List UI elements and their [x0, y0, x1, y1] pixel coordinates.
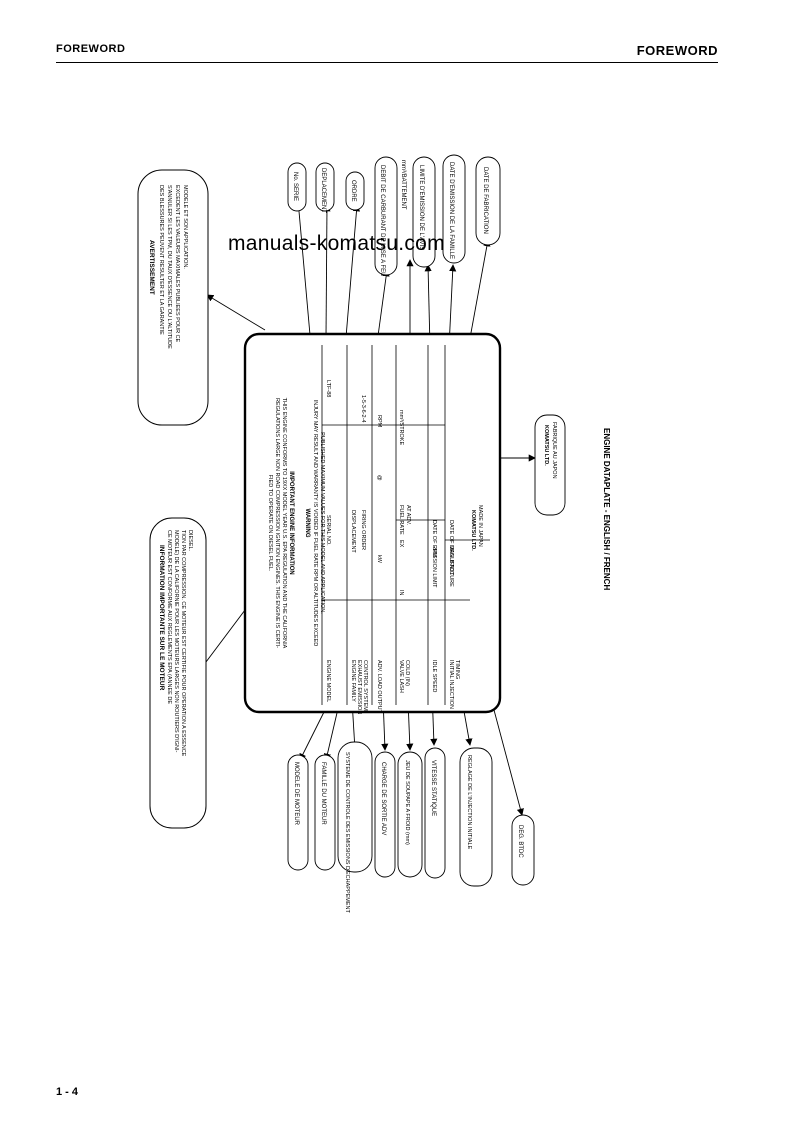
fr-warning-title: AVERTISSEMENT — [148, 240, 155, 295]
cell-rpm: RPM — [376, 415, 382, 428]
fr-warning-line-4: MODELE ET SON APPLICATION. — [182, 185, 188, 269]
cell-date-emission: DATE OF EMISSION LIMIT — [431, 520, 437, 588]
cell-engine-family: ENGINE FAMILY — [350, 660, 356, 702]
callout-top-1: No. SERIE — [292, 172, 298, 201]
plate-statement-2: REGULATIONS LARGE NON ROAD COMPRESSION I… — [274, 398, 280, 648]
fr-warning-box — [137, 169, 209, 426]
cell-initial-injection: INITIAL INJECTION — [448, 660, 454, 709]
plate-grid — [321, 345, 490, 705]
cell-at: @ — [376, 475, 382, 481]
cell-firing-value: 1-5-3-6-2-4 — [360, 395, 366, 423]
page-number: 1 - 4 — [56, 1086, 79, 1098]
callout-top-8: DATE DE FABRICATION — [482, 167, 488, 234]
plate-warning-1: INJURY MAY RESULT AND WARRANTY IS VOIDED… — [312, 400, 318, 647]
fr-warning-line-1: DES BLESSURES PEUVENT RESULTER ET LA GAR… — [158, 185, 164, 335]
cell-at-adv: AT ADV. — [405, 505, 411, 526]
dataplate: IMPORTANT ENGINE INFORMATION THIS ENGINE… — [243, 332, 502, 714]
cell-ex: EX — [398, 540, 404, 548]
cell-mm-stroke: mm³/STROKE — [398, 410, 404, 445]
header-left-title: FOREWORD — [56, 43, 126, 55]
header-right-title: FOREWORD — [636, 43, 718, 58]
fr-warning-line-3: EXCEDENT LES VALEURS MAXIMALES PUBLIEES … — [174, 185, 180, 343]
callout-top-3: ORDRE — [350, 180, 356, 202]
cell-deg-btdc: DEG. BTDC — [448, 545, 454, 575]
cell-engine-model: ENGINE MODEL — [325, 660, 331, 702]
cell-serial-value: LTF-88 — [325, 380, 331, 397]
callout-bottom-1: MODELE DE MOTEUR — [293, 762, 299, 826]
fr-info-line-3: TION PAR COMPRESSION. CE MOTEUR EST CERT… — [180, 530, 186, 757]
callout-bottom-7: REGLAGE DE L'INJECTION INITIALE — [466, 755, 472, 850]
cell-firing-order: FIRING ORDER — [360, 510, 366, 550]
callout-top-7: DATE D'EMISSION DE LA FAMILLE — [448, 162, 454, 259]
figure-caption: ENGINE DATAPLATE - ENGLISH / FRENCH — [602, 428, 611, 590]
plate-warning-label: WARNING — [304, 509, 310, 538]
callout-top-5: mm³/BATTEMENT — [400, 160, 406, 210]
cell-cold-in: COLD (IN) — [404, 660, 410, 686]
callout-bottom-5: JEU DE SOUPAPE A FROID (mm) — [404, 760, 410, 845]
callout-bottom-3: SYSTEME DE CONTROLE DES EMISSIONS D'ECHA… — [344, 752, 350, 914]
cell-idle-rpm: RPM — [431, 545, 437, 558]
cell-valve-lash: VALVE LASH — [398, 660, 404, 693]
cell-adv-load-output: ADV. LOAD OUTPUT — [376, 660, 382, 714]
cell-displacement: DISPLACEMENT — [350, 510, 356, 553]
fr-info-line-1: CE MOTEUR EST CONFORME AUX REGLEMENTS EP… — [166, 530, 172, 704]
cell-kw: kW — [376, 555, 382, 564]
watermark: manuals-komatsu.com — [228, 232, 445, 255]
cell-maker: KOMATSU LTD. — [470, 510, 476, 551]
fr-info-line-2: MODELE) DE LA CALIFORNIE POUR LES MOTEUR… — [173, 530, 179, 752]
cell-date-manufacture: DATE OF MANUFACTURE — [448, 520, 454, 587]
callout-top-4: DEBIT DE CARBURANT DE MISE A FEU — [379, 165, 385, 276]
plate-statement-3: FIED TO OPERATE ON DIESEL FUEL. — [267, 475, 273, 572]
cell-idle-speed: IDLE SPEED — [431, 660, 437, 692]
maker-box-line-1: KOMATSU LTD. — [543, 425, 549, 466]
callouts-top: No. SERIE DEPLACEMENT ORDRE DEBIT DE CAR… — [287, 154, 501, 276]
fr-warning-line-2: S'ANNULER SI LES TPM, DU TAUX D'ESSENCE … — [166, 185, 172, 349]
callout-bottom-2: FAMILLE DU MOTEUR — [320, 762, 326, 825]
callout-top-2: DEPLACEMENT — [320, 168, 326, 213]
header-rule — [56, 62, 718, 63]
cell-serial-no: SERIAL NO. — [325, 515, 331, 546]
cell-exhaust-emission: EXHAUST EMISSION — [356, 660, 362, 714]
cell-fuel-rate: FUEL RATE — [398, 505, 404, 535]
callout-top-6: LIMITE D'EMISSION DE L'AVIS — [418, 165, 424, 250]
cell-control-system: CONTROL SYSTEM — [362, 660, 368, 711]
cell-timing: TIMING — [454, 660, 460, 679]
maker-box-line-2: FABRIQUE AU JAPON — [551, 422, 557, 479]
cell-in: IN — [398, 590, 404, 596]
callout-bottom-4: CHARGE DE SORTIE ADV — [380, 762, 386, 835]
plate-title: IMPORTANT ENGINE INFORMATION — [288, 471, 294, 574]
callout-bottom-6: VITESSE STATIQUE — [430, 760, 436, 816]
maker-box — [534, 414, 566, 516]
fr-info-line-4: DIESEL. — [187, 530, 193, 552]
cell-made-in: MADE IN JAPAN — [477, 505, 483, 547]
fr-info-title: INFORMATION IMPORTANTE SUR LE MOTEUR — [158, 545, 165, 691]
callout-bottom-8: DEG. BTDC — [517, 825, 523, 858]
callouts-bottom: MODELE DE MOTEUR FAMILLE DU MOTEUR SYSTE… — [287, 741, 535, 914]
dataplate-border — [243, 332, 502, 714]
fr-info-box — [149, 517, 207, 829]
plate-statement-1: THIS ENGINE CONFORMS TO 19XX MODEL YEAR … — [281, 398, 287, 649]
